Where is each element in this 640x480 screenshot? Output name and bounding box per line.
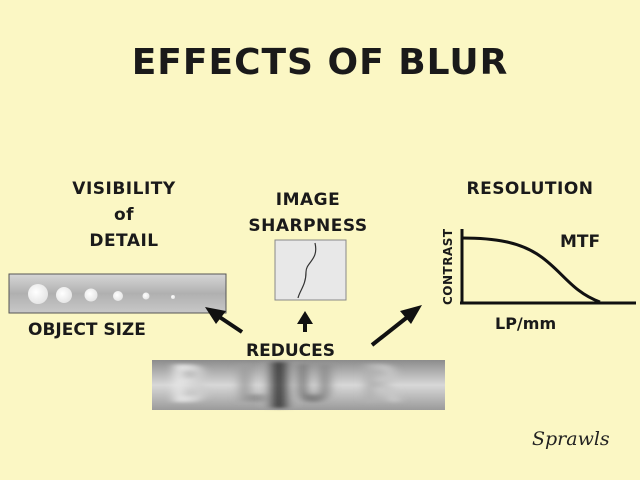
sharpness-sample bbox=[274, 239, 347, 301]
blur-strip: BLUR bbox=[152, 355, 445, 415]
resolution-heading: RESOLUTION bbox=[466, 179, 594, 199]
detail-dot-1 bbox=[28, 284, 48, 304]
blur-word: BLUR bbox=[169, 355, 426, 415]
detail-dot-6 bbox=[171, 295, 175, 299]
detail-dot-2 bbox=[56, 287, 72, 303]
object-size-strip bbox=[8, 273, 227, 314]
visibility-line2: of bbox=[113, 205, 135, 225]
signature: Sprawls bbox=[532, 428, 610, 450]
arrows bbox=[205, 305, 422, 347]
mtf-x-label: LP/mm bbox=[495, 314, 557, 333]
mtf-graph bbox=[460, 229, 636, 305]
arrow-to-detail-icon bbox=[205, 307, 244, 334]
arrow-to-sharpness-icon bbox=[297, 311, 313, 332]
detail-dot-4 bbox=[113, 291, 123, 301]
visibility-heading: VISIBILITY of DETAIL bbox=[44, 176, 204, 254]
sharpness-line1: IMAGE bbox=[275, 190, 341, 210]
visibility-line1: VISIBILITY bbox=[72, 179, 176, 199]
visibility-line3: DETAIL bbox=[89, 231, 159, 251]
page-title: EFFECTS OF BLUR bbox=[131, 42, 509, 83]
detail-dot-5 bbox=[142, 292, 150, 300]
mtf-curve-label: MTF bbox=[560, 232, 601, 252]
reduces-label: REDUCES bbox=[246, 341, 335, 361]
mtf-y-label: CONTRAST bbox=[441, 228, 455, 305]
object-size-caption: OBJECT SIZE bbox=[28, 320, 146, 340]
arrow-to-resolution-icon bbox=[370, 305, 422, 347]
detail-dot-3 bbox=[84, 288, 98, 302]
mtf-curve bbox=[461, 236, 601, 304]
sharpness-line2: SHARPNESS bbox=[248, 216, 368, 236]
sharpness-heading: IMAGE SHARPNESS bbox=[228, 187, 388, 239]
